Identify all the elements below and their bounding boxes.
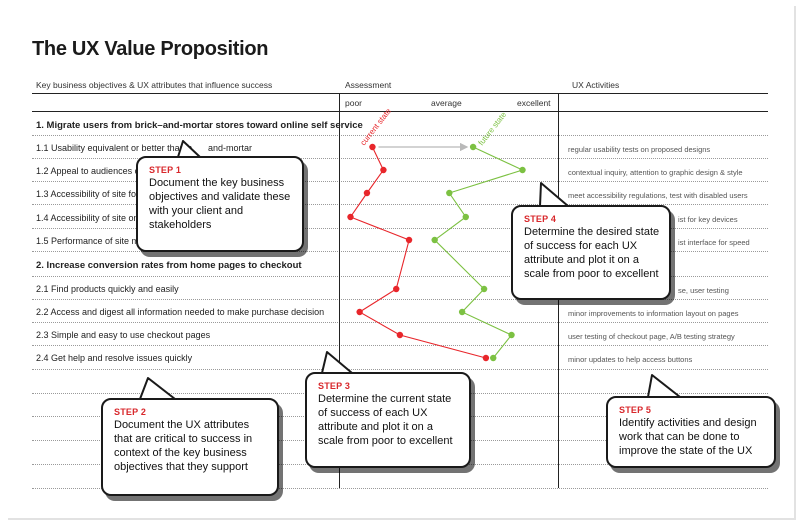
current-state-line <box>349 146 487 359</box>
step3-callout: STEP 3 Determine the current state of su… <box>305 372 471 468</box>
objective-2: 2. Increase conversion rates from home p… <box>36 260 302 271</box>
header-rule <box>32 93 768 94</box>
row-rule <box>32 251 768 252</box>
attribute-1-1-fragment: and-mortar <box>208 143 253 153</box>
row-rule <box>32 204 768 205</box>
step3-label: STEP 3 <box>318 381 351 391</box>
future-state-point-1.1 <box>469 143 477 151</box>
step5-label: STEP 5 <box>619 405 652 415</box>
attribute-1-1: 1.1 Usability equivalent or better than … <box>36 143 193 153</box>
future-state-point-2.3 <box>508 331 515 339</box>
step4-callout: STEP 4 Determine the desired state of su… <box>511 205 671 300</box>
activity-1-5: ist interface for speed <box>678 238 750 247</box>
current-state-point-2.2 <box>356 308 363 316</box>
row-rule <box>32 322 768 323</box>
attribute-1-4: 1.4 Accessibility of site on m <box>36 213 149 223</box>
step3-text: Determine the current state of success o… <box>318 393 453 447</box>
activity-1-3: meet accessibility regulations, test wit… <box>568 191 748 200</box>
current-state-label: current state <box>358 106 393 147</box>
future-state-point-1.5 <box>431 236 438 244</box>
step1-label: STEP 1 <box>149 165 182 175</box>
activity-1-1: regular usability tests on proposed desi… <box>568 145 711 154</box>
step2-callout: STEP 2 Document the UX attributes that a… <box>101 398 279 496</box>
future-state-point-1.4 <box>462 213 469 221</box>
attribute-2-2: 2.2 Access and digest all information ne… <box>36 307 325 317</box>
future-state-point-1.2 <box>519 166 526 174</box>
activity-2-1: se, user testing <box>678 286 729 295</box>
step5-text: Identify activities and design work that… <box>619 417 757 457</box>
attribute-1-3: 1.3 Accessibility of site for c <box>36 189 147 199</box>
future-state-line <box>433 146 525 359</box>
row-rule <box>32 488 768 489</box>
assessment-column-header: Assessment <box>345 80 392 90</box>
current-state-point-1.1 <box>369 143 376 151</box>
activity-2-4: minor updates to help access buttons <box>568 355 693 364</box>
attribute-2-4: 2.4 Get help and resolve issues quickly <box>36 353 193 363</box>
scale-average-label: average <box>431 98 462 108</box>
current-state-point-2.1 <box>393 285 400 293</box>
attribute-1-5: 1.5 Performance of site m <box>36 236 140 246</box>
attribute-2-3: 2.3 Simple and easy to use checkout page… <box>36 330 211 340</box>
step4-label: STEP 4 <box>524 214 557 224</box>
attribute-1-2: 1.2 Appeal to audiences cu <box>36 166 145 176</box>
objectives-column-header: Key business objectives & UX attributes … <box>36 80 273 90</box>
activity-2-2: minor improvements to information layout… <box>568 309 739 318</box>
row-rule <box>32 181 768 182</box>
activity-1-2: contextual inquiry, attention to graphic… <box>568 168 743 177</box>
future-state-point-2.4 <box>490 354 497 362</box>
scale-excellent-label: excellent <box>517 98 551 108</box>
attribute-2-1: 2.1 Find products quickly and easily <box>36 284 179 294</box>
header-bottom-rule <box>32 111 768 112</box>
step1-text: Document the key business objectives and… <box>149 177 291 231</box>
row-rule <box>32 345 768 346</box>
current-state-point-1.2 <box>380 166 387 174</box>
activities-column-header: UX Activities <box>572 80 620 90</box>
assessment-left-divider <box>339 93 340 488</box>
current-state-point-2.3 <box>396 331 404 339</box>
current-state-point-1.3 <box>363 189 371 197</box>
current-state-point-1.5 <box>405 236 413 244</box>
scale-poor-label: poor <box>345 98 363 108</box>
row-rule <box>32 299 768 300</box>
future-state-point-2.1 <box>480 285 488 293</box>
future-state-point-2.2 <box>458 308 466 316</box>
row-rule <box>32 228 768 229</box>
current-state-point-2.4 <box>482 354 490 362</box>
current-state-point-1.4 <box>347 213 354 221</box>
step1-callout: STEP 1 Document the key business objecti… <box>136 156 304 252</box>
objective-1: 1. Migrate users from brick–and-mortar s… <box>36 120 363 131</box>
step4-text: Determine the desired state of success f… <box>524 226 660 280</box>
future-state-label: future state <box>476 110 508 148</box>
page-title: The UX Value Proposition <box>32 38 269 60</box>
future-state-point-1.3 <box>446 189 453 197</box>
activity-1-4: ist for key devices <box>678 215 738 224</box>
row-rule <box>32 135 768 136</box>
step5-callout: STEP 5 Identify activities and design wo… <box>606 396 776 468</box>
step2-text: Document the UX attributes that are crit… <box>114 419 253 473</box>
row-rule <box>32 158 768 159</box>
row-rule <box>32 369 768 370</box>
step2-label: STEP 2 <box>114 407 147 417</box>
activity-2-3: user testing of checkout page, A/B testi… <box>568 332 735 341</box>
